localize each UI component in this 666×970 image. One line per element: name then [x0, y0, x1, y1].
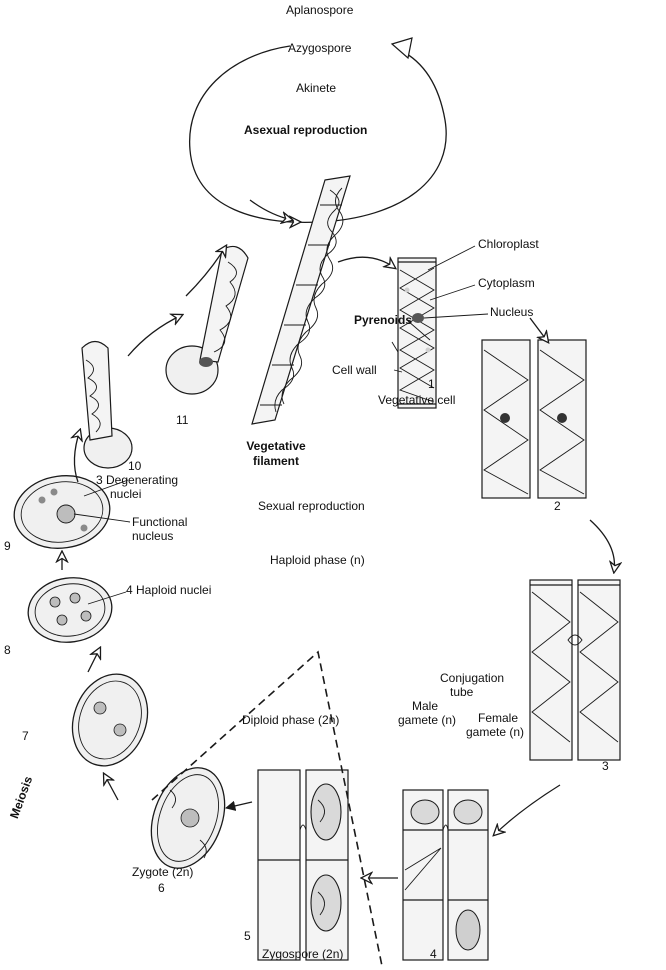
stage-5-zygospores: [257, 769, 349, 961]
label-aplanospore: Aplanospore: [286, 3, 354, 17]
label-nucleus: Nucleus: [490, 305, 534, 319]
arrow-into-filament: [249, 199, 292, 220]
arrow-to-stage-7: [104, 774, 119, 801]
label-pyrenoids: Pyrenoids: [354, 313, 413, 327]
stage-2-filaments-side-by-side: [481, 339, 587, 499]
label-zygospore: Zygospore (2n): [262, 947, 344, 961]
label-vegetative-filament-line1: Vegetative: [246, 439, 306, 453]
arrow-to-stage-2: [529, 317, 548, 342]
label-vegetative-filament-line2: filament: [252, 454, 299, 468]
stage-number-3: 3: [602, 759, 609, 773]
stage-8-four-haploid-nuclei: [27, 577, 127, 643]
diploid-phase-boundary: [151, 650, 383, 967]
vegetative-filament: [251, 175, 351, 425]
stage-number-2: 2: [554, 499, 561, 513]
label-cytoplasm: Cytoplasm: [478, 276, 535, 290]
label-zygote: Zygote (2n): [132, 865, 194, 879]
label-sexual-reproduction: Sexual reproduction: [258, 499, 365, 513]
stage-4-gamete-transfer: [402, 789, 489, 961]
stage-10-germination: [81, 340, 133, 469]
label-degenerating-line1: 3 Degenerating: [96, 473, 179, 487]
arrow-to-stage-8: [87, 648, 100, 673]
stage-number-5: 5: [244, 929, 251, 943]
arrow-stage-11-up: [185, 246, 226, 297]
stage-11-young-filament: [165, 245, 249, 395]
label-functional-line2: nucleus: [132, 529, 174, 543]
label-conjugation-line1: Conjugation: [440, 671, 505, 685]
label-diploid-phase: Diploid phase (2n): [242, 713, 340, 727]
stage-number-8: 8: [4, 643, 11, 657]
label-conjugation-line2: tube: [450, 685, 474, 699]
arrow-to-stage-3: [589, 519, 615, 572]
label-akinete: Akinete: [296, 81, 337, 95]
stage-9-functional-nucleus: [13, 475, 131, 549]
arrow-to-stage-6: [224, 800, 253, 811]
label-male-line2: gamete (n): [398, 713, 457, 727]
label-male-line1: Male: [412, 699, 439, 713]
label-degenerating-line2: nuclei: [110, 487, 142, 501]
stage-number-7: 7: [22, 729, 29, 743]
stage-number-10: 10: [128, 459, 142, 473]
label-female-line1: Female: [478, 711, 519, 725]
stage-number-11: 11: [176, 413, 189, 427]
label-chloroplast: Chloroplast: [478, 237, 539, 251]
label-azygospore: Azygospore: [288, 41, 352, 55]
stage-1-vegetative-cell: [397, 257, 437, 409]
label-functional-line1: Functional: [132, 515, 188, 529]
arrow-to-stage-10: [74, 430, 80, 483]
stage-number-1: 1: [428, 377, 435, 391]
stage-number-9: 9: [4, 539, 11, 553]
arrow-to-stage-11: [127, 315, 182, 357]
stage-number-6: 6: [158, 881, 165, 895]
label-vegetative-cell: Vegetative cell: [378, 393, 456, 407]
arrow-filament-to-cell: [337, 257, 395, 268]
stage-7-meiosis-cell: [71, 673, 149, 767]
label-haploid-phase: Haploid phase (n): [270, 553, 365, 567]
stage-6-zygote: [150, 767, 226, 869]
label-haploid-nuclei: 4 Haploid nuclei: [126, 583, 212, 597]
label-cell-wall: Cell wall: [332, 363, 377, 377]
stage-3-conjugation-start: [529, 579, 621, 761]
label-asexual-reproduction: Asexual reproduction: [244, 123, 368, 137]
label-female-line2: gamete (n): [466, 725, 525, 739]
stage-1-leaders: [391, 245, 489, 373]
stage-number-4: 4: [430, 947, 437, 961]
arrow-to-stage-4: [494, 784, 561, 835]
